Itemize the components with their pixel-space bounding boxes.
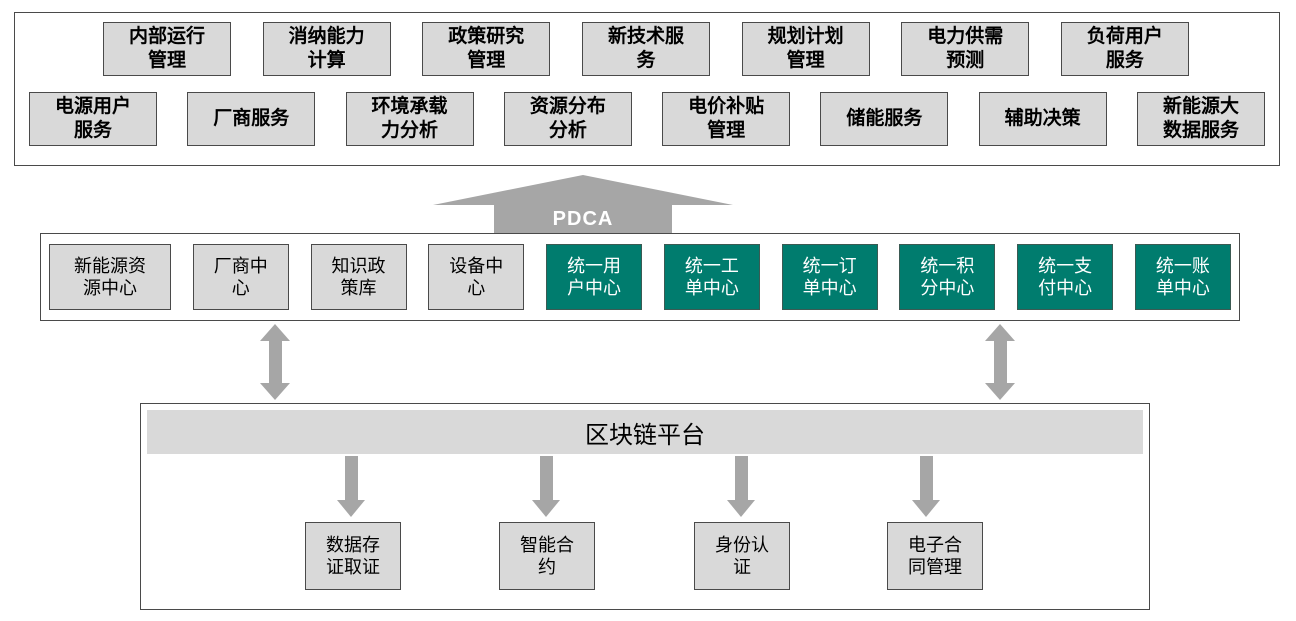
pdca-arrow-head: [433, 175, 733, 205]
center-services-panel: 新能源资 源中心 厂商中 心 知识政 策库 设备中 心 统一用 户中心 统一工 …: [40, 233, 1240, 321]
down-arrow: [912, 456, 940, 517]
app-box: 电力供需 预测: [901, 22, 1030, 76]
arrow-stem: [919, 456, 933, 500]
app-box: 规划计划 管理: [741, 22, 870, 76]
application-row-1: 内部运行 管理 消纳能力 计算 政策研究 管理 新技术服 务 规划计划 管理 电…: [103, 22, 1189, 76]
pdca-label: PDCA: [494, 205, 672, 233]
unified-center-box: 统一工 单中心: [663, 244, 760, 310]
arrow-head-up: [260, 324, 290, 341]
down-arrow: [337, 456, 365, 517]
arrow-head-down: [912, 500, 940, 517]
blockchain-panel: 区块链平台 数据存 证取证 智能合 约 身份认 证 电子合 同管理: [140, 403, 1150, 610]
blockchain-platform-banner: 区块链平台: [147, 410, 1143, 454]
service-center-box: 新能源资 源中心: [49, 244, 171, 310]
service-center-box: 设备中 心: [428, 244, 525, 310]
blockchain-service-box: 数据存 证取证: [305, 522, 401, 590]
pdca-up-arrow: PDCA: [433, 175, 733, 233]
application-row-2: 电源用户 服务 厂商服务 环境承载 力分析 资源分布 分析 电价补贴 管理 储能…: [29, 92, 1265, 146]
unified-center-box: 统一支 付中心: [1017, 244, 1114, 310]
arrow-head-down: [532, 500, 560, 517]
arrow-head-up: [985, 324, 1015, 341]
blockchain-service-box: 智能合 约: [499, 522, 595, 590]
app-box: 电价补贴 管理: [662, 92, 791, 146]
unified-center-box: 统一账 单中心: [1134, 244, 1231, 310]
service-center-box: 知识政 策库: [310, 244, 407, 310]
arrow-head-down: [337, 500, 365, 517]
arrow-stem: [734, 456, 748, 500]
app-box: 政策研究 管理: [422, 22, 551, 76]
app-box: 新能源大 数据服务: [1136, 92, 1265, 146]
blockchain-service-box: 电子合 同管理: [887, 522, 983, 590]
app-box: 储能服务: [820, 92, 949, 146]
unified-center-box: 统一积 分中心: [899, 244, 996, 310]
service-center-box: 厂商中 心: [192, 244, 289, 310]
app-box: 资源分布 分析: [503, 92, 632, 146]
app-box: 内部运行 管理: [103, 22, 231, 76]
application-layer-panel: 内部运行 管理 消纳能力 计算 政策研究 管理 新技术服 务 规划计划 管理 电…: [14, 12, 1280, 166]
unified-center-box: 统一用 户中心: [546, 244, 643, 310]
arrow-stem: [539, 456, 553, 500]
down-arrow: [532, 456, 560, 517]
app-box: 厂商服务: [187, 92, 316, 146]
arrow-head-down: [260, 383, 290, 400]
app-box: 环境承载 力分析: [345, 92, 474, 146]
app-box: 辅助决策: [978, 92, 1107, 146]
double-arrow-right: [985, 324, 1015, 400]
down-arrow: [727, 456, 755, 517]
arrow-head-down: [985, 383, 1015, 400]
arrow-stem: [268, 341, 282, 383]
blockchain-service-box: 身份认 证: [694, 522, 790, 590]
app-box: 电源用户 服务: [29, 92, 157, 146]
app-box: 消纳能力 计算: [262, 22, 391, 76]
arrow-head-down: [727, 500, 755, 517]
app-box: 新技术服 务: [581, 22, 710, 76]
double-arrow-left: [260, 324, 290, 400]
app-box: 负荷用户 服务: [1060, 22, 1189, 76]
arrow-stem: [993, 341, 1007, 383]
unified-center-box: 统一订 单中心: [781, 244, 878, 310]
arrow-stem: [344, 456, 358, 500]
